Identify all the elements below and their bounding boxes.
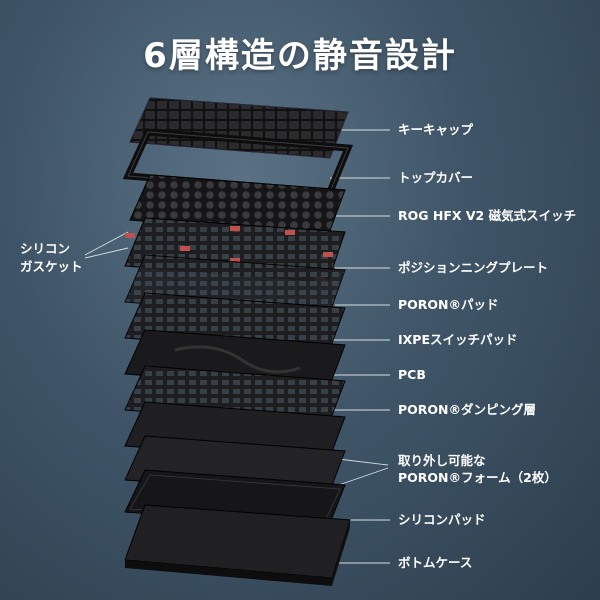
page-title: 6層構造の静音設計 [143,36,457,76]
label-poron-foam-line1: 取り外し可能な [398,453,486,468]
silicone-gasket-label-line1: シリコン [20,241,71,256]
label-silicone-pad: シリコンパッド [398,512,486,527]
label-pcb: PCB [398,367,426,382]
label-poron-damping: PORON®ダンピング層 [398,402,537,417]
label-plate: ポジションニングプレート [398,260,549,275]
label-switches: ROG HFX V2 磁気式スイッチ [398,208,577,223]
label-keycaps: キーキャップ [398,122,474,137]
label-ixpe-pad: IXPEスイッチパッド [398,332,518,347]
label-poron-foam: 取り外し可能な PORON®フォーム（2枚） [398,452,557,486]
label-bottom-case: ボトムケース [398,555,473,570]
silicone-gasket-label: シリコン ガスケット [20,240,83,276]
layer-keycaps [129,97,349,159]
silicone-gasket-label-line2: ガスケット [20,259,83,274]
label-top-cover: トップカバー [398,170,474,185]
label-poron-foam-line2: PORON®フォーム（2枚） [398,470,557,485]
layer-bottom-case [124,504,351,586]
label-poron-pad: PORON®パッド [398,297,499,312]
